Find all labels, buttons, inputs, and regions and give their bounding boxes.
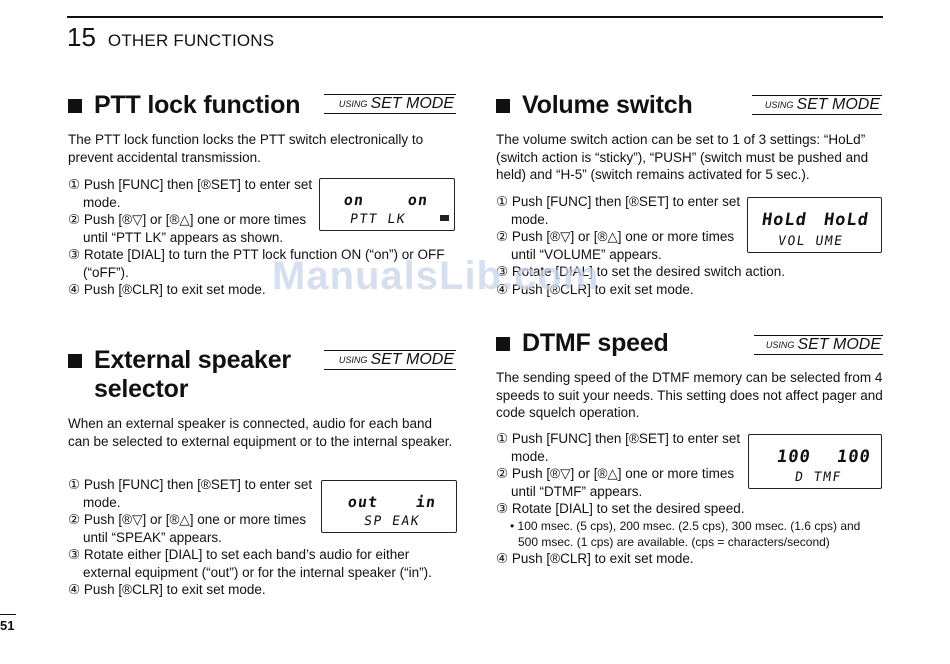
page-number: 51 [0,618,15,633]
dtmf-steps: ① Push [FUNC] then [®SET] to enter set m… [496,430,883,567]
vol-mode-tag: USING SET MODE [752,95,882,115]
dtmf-title: DTMF speed [522,329,669,357]
mode-tag-big: SET MODE [370,95,454,112]
section-bullet-icon [496,99,510,113]
ext-lcd-display: out in SP EAK [321,480,457,533]
dtmf-lcd-left: 100 [775,447,813,467]
mode-tag-big: SET MODE [370,351,454,368]
section-bullet-icon [68,99,82,113]
vol-lcd-display: HoLd HoLd VOL UME [747,197,882,253]
ext-title-line1: External speaker [94,346,291,374]
vol-lcd-left: HoLd [760,210,809,230]
section-bullet-icon [496,337,510,351]
watermark: ManualsLib.com [272,254,600,298]
lock-indicator-icon [440,215,449,221]
ptt-steps: ① Push [FUNC] then [®SET] to enter set m… [68,176,456,299]
ext-steps: ① Push [FUNC] then [®SET] to enter set m… [68,476,456,599]
dtmf-intro: The sending speed of the DTMF memory can… [496,370,883,420]
ext-step-2: ② Push [®▽] or [®△] one or more times un… [68,512,307,545]
ext-heading: External speaker selector [68,346,291,404]
ext-title: External speaker selector [94,346,291,404]
ext-lcd-label: SP EAK [362,514,422,529]
mode-tag-small: USING [338,355,368,365]
vol-step-3: ③ Rotate [DIAL] to set the desired switc… [496,264,785,279]
ptt-step-3: ③ Rotate [DIAL] to turn the PTT lock fun… [68,247,445,280]
ext-step-4: ④ Push [®CLR] to exit set mode. [68,582,266,597]
vol-step-4: ④ Push [®CLR] to exit set mode. [496,281,694,297]
page-number-rule [0,614,16,615]
ext-title-line2: selector [94,375,189,403]
dtmf-step-4: ④ Push [®CLR] to exit set mode. [496,550,694,566]
ext-lcd-left: out [346,493,380,511]
ptt-lcd-display: on on PTT LK [319,178,455,231]
chapter-heading: 15 OTHER FUNCTIONS [67,22,274,53]
ptt-step-2: ② Push [®▽] or [®△] one or more times un… [68,212,307,245]
ptt-lcd-left: on [342,191,366,209]
ext-lcd-right: in [414,493,438,511]
ptt-title: PTT lock function [94,91,301,119]
ptt-lcd-right: on [406,191,430,209]
vol-lcd-right: HoLd [822,210,871,230]
dtmf-step-3: ③ Rotate [DIAL] to set the desired speed… [496,501,745,516]
ptt-step-4: ④ Push [®CLR] to exit set mode. [68,282,266,297]
ext-intro: When an external speaker is connected, a… [68,416,453,449]
vol-lcd-label: VOL UME [776,234,845,249]
mode-tag-small: USING [764,100,794,110]
ext-step-1: ① Push [FUNC] then [®SET] to enter set m… [68,477,313,510]
vol-heading: Volume switch [496,91,693,120]
vol-intro: The volume switch action can be set to 1… [496,132,869,182]
vol-step-1: ① Push [FUNC] then [®SET] to enter set m… [496,194,741,227]
header-rule [67,16,883,18]
mode-tag-big: SET MODE [796,96,880,113]
ptt-lcd-label: PTT LK [348,212,408,227]
ext-step-3: ③ Rotate either [DIAL] to set each band’… [68,547,432,580]
dtmf-lcd-right: 100 [835,447,873,467]
dtmf-step-1: ① Push [FUNC] then [®SET] to enter set m… [496,431,741,464]
vol-steps: ① Push [FUNC] then [®SET] to enter set m… [496,193,883,298]
ptt-intro: The PTT lock function locks the PTT swit… [68,132,424,165]
ptt-step-1: ① Push [FUNC] then [®SET] to enter set m… [68,177,313,210]
chapter-number: 15 [67,22,96,52]
mode-tag-small: USING [765,340,795,350]
dtmf-lcd-display: 100 100 D TMF [748,434,882,489]
section-bullet-icon [68,354,82,368]
chapter-title: OTHER FUNCTIONS [107,31,275,50]
ptt-mode-tag: USING SET MODE [324,94,456,114]
ptt-heading: PTT lock function [68,91,301,120]
dtmf-step-2: ② Push [®▽] or [®△] one or more times un… [496,466,735,499]
dtmf-speed-note: • 100 msec. (5 cps), 200 msec. (2.5 cps)… [510,518,861,549]
mode-tag-big: SET MODE [797,336,881,353]
dtmf-heading: DTMF speed [496,329,669,358]
ext-mode-tag: USING SET MODE [324,350,456,370]
dtmf-lcd-label: D TMF [793,470,843,485]
dtmf-mode-tag: USING SET MODE [754,335,883,355]
vol-title: Volume switch [522,91,693,119]
mode-tag-small: USING [338,99,368,109]
vol-step-2: ② Push [®▽] or [®△] one or more times un… [496,229,735,262]
